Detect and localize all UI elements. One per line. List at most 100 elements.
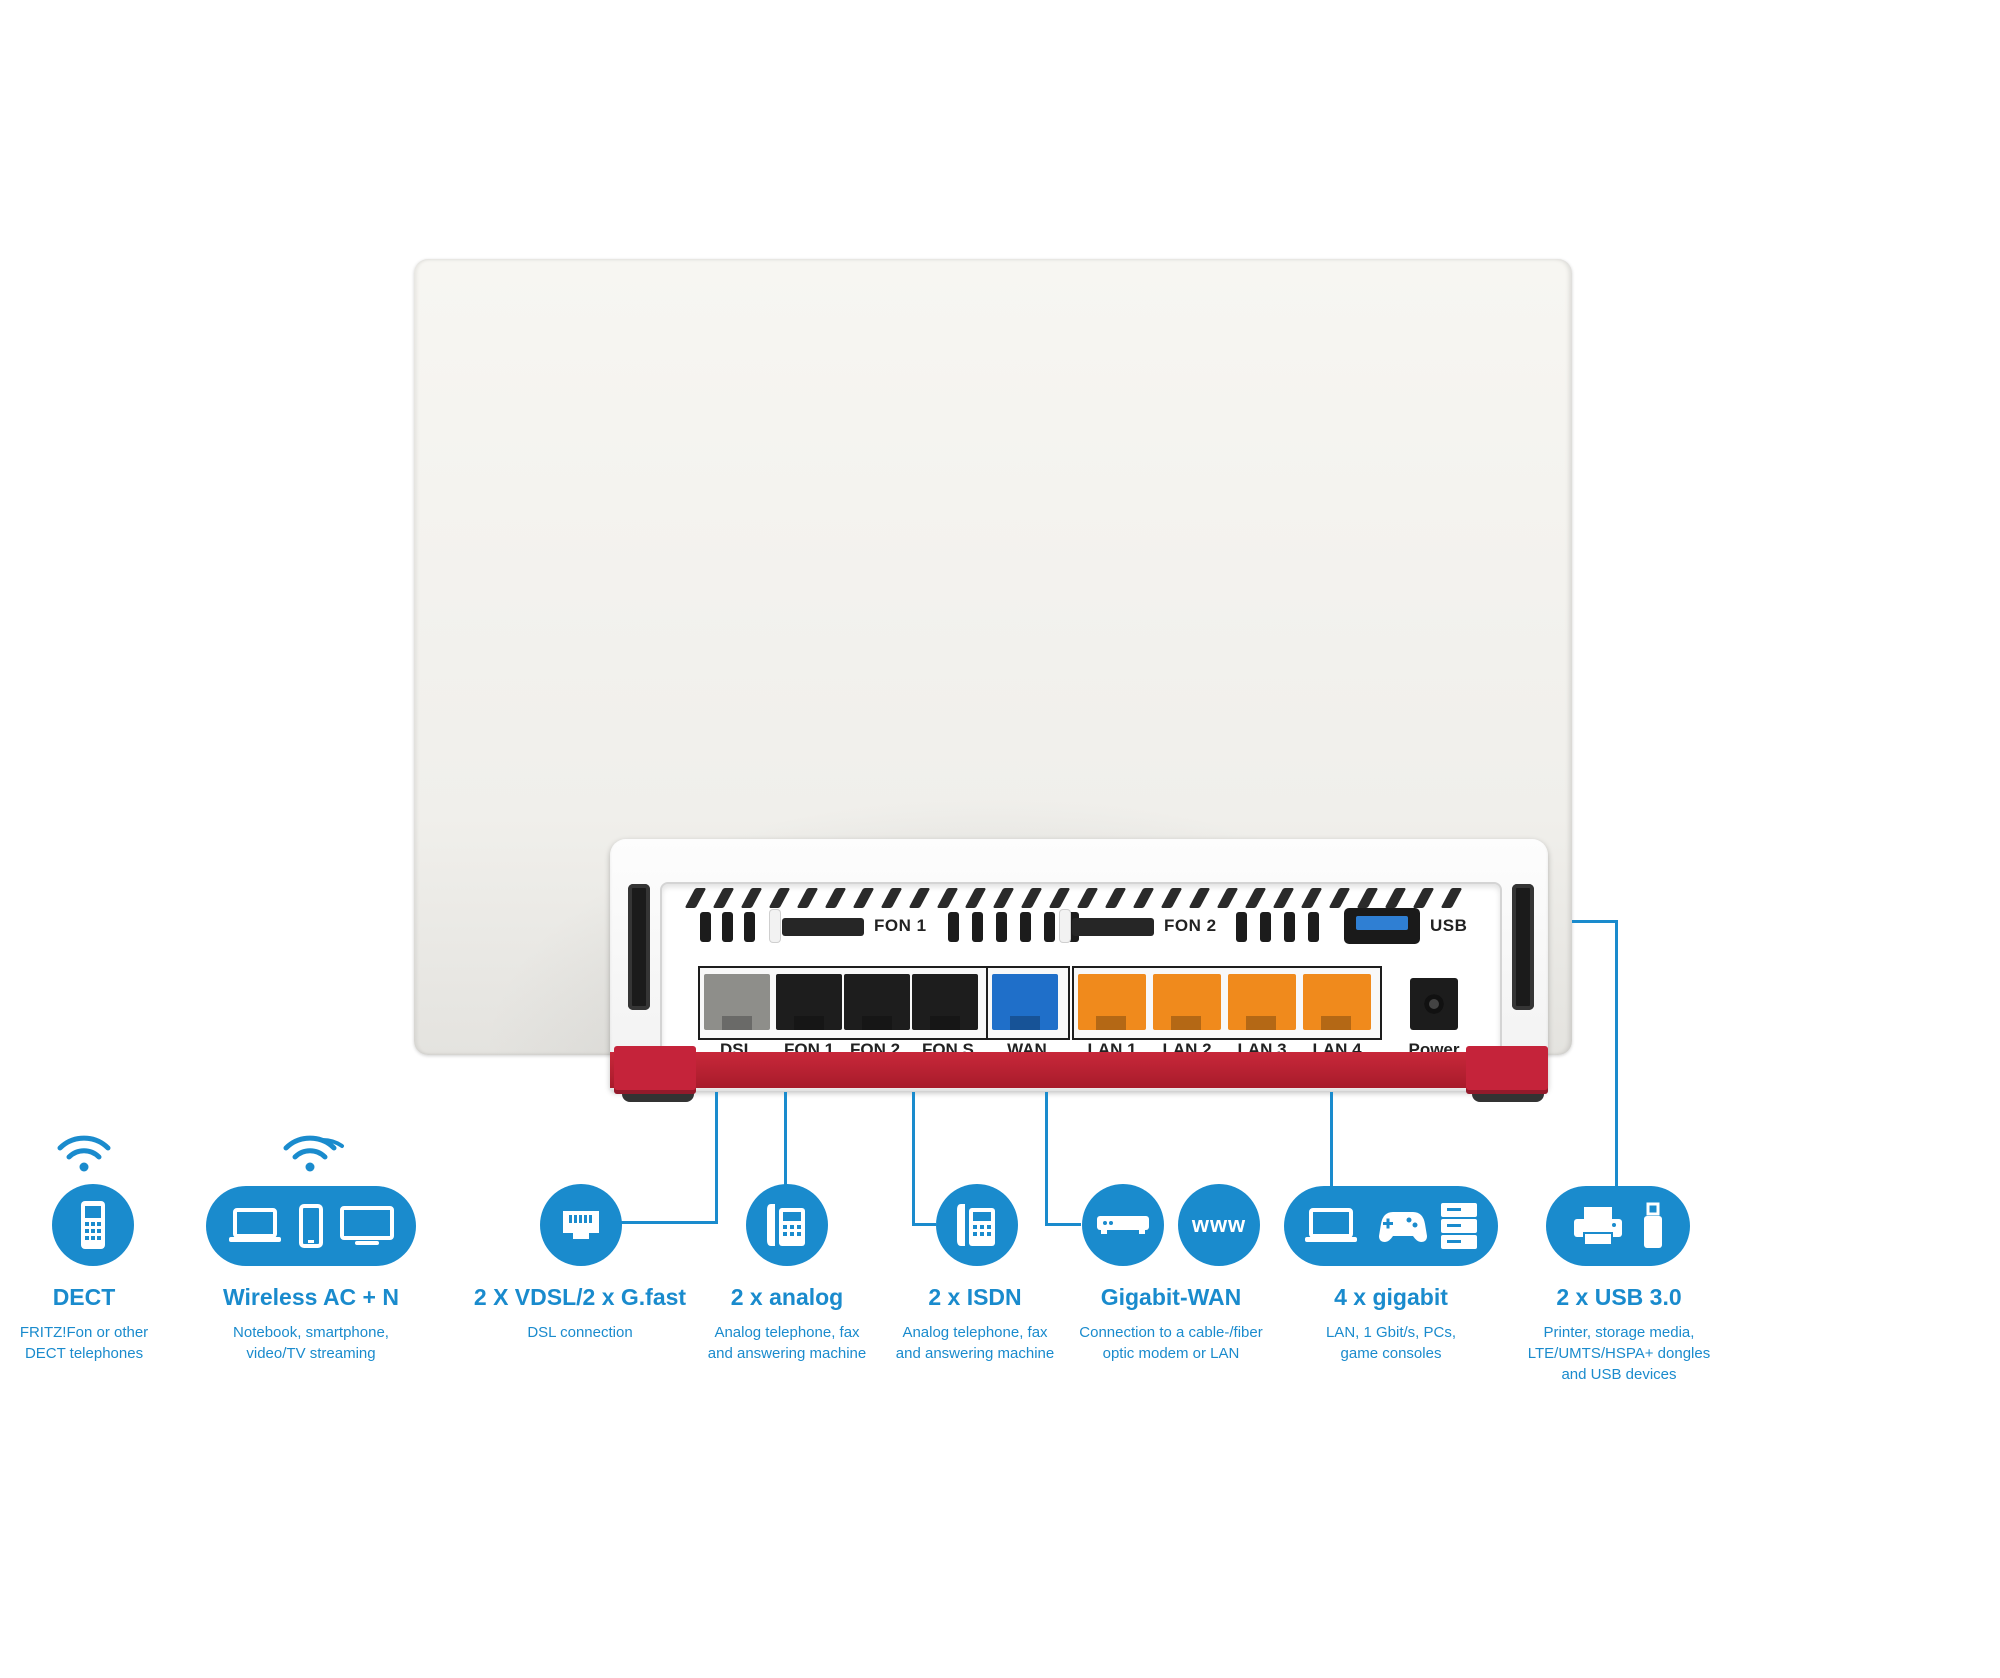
router-red-bar <box>610 1052 1548 1088</box>
desc-line: LTE/UMTS/HSPA+ dongles <box>1527 1345 1711 1362</box>
wifi-icon <box>283 1135 344 1172</box>
desc-line: and USB devices <box>1561 1366 1677 1383</box>
desc-line: Printer, storage media, <box>1543 1324 1695 1341</box>
isdn-badge <box>936 1184 1018 1266</box>
smartphone-icon <box>299 1204 323 1248</box>
feature-title: DECT <box>52 1284 116 1310</box>
www-icon: www <box>1191 1212 1247 1237</box>
tv-icon <box>340 1206 394 1245</box>
wifi-icon <box>57 1135 111 1172</box>
vdsl-badge <box>540 1184 622 1266</box>
vent-slot <box>722 912 733 942</box>
vent-slot <box>1284 912 1295 942</box>
wan-port <box>992 974 1058 1030</box>
laptop-icon <box>229 1208 281 1242</box>
feature-desc: Analog telephone, fax and answering mach… <box>880 1322 1070 1364</box>
vent-slot <box>972 912 983 942</box>
feature-title: 4 x gigabit <box>1334 1284 1448 1310</box>
feature-title: 2 x analog <box>730 1284 844 1310</box>
usb-connector-line <box>1615 920 1618 1186</box>
lan-badge <box>1284 1186 1498 1266</box>
modem-icon <box>1097 1216 1149 1234</box>
feature-title: 2 x ISDN <box>928 1284 1022 1310</box>
dsl-port-icon <box>563 1211 599 1239</box>
www-badge: www <box>1178 1184 1260 1266</box>
fon1-top-label: FON 1 <box>874 916 927 935</box>
feature-gigabit-wan: www Gigabit-WAN Connection to a cable-/f… <box>1066 1124 1276 1384</box>
feature-vdsl: 2 X VDSL/2 x G.fast DSL connection <box>460 1124 700 1384</box>
fon-s0-port <box>912 974 978 1030</box>
lan3-port <box>1228 974 1296 1030</box>
dect-phone-icon <box>81 1201 105 1249</box>
right-side-vent <box>1512 884 1534 1010</box>
lan1-port <box>1078 974 1146 1030</box>
usb-port <box>1344 908 1420 944</box>
power-jack <box>1410 978 1458 1030</box>
usb-label: USB <box>1430 916 1468 935</box>
usb-connector-line <box>1572 920 1618 923</box>
isdn-connector-line <box>912 1223 936 1226</box>
vent-slot <box>1308 912 1319 942</box>
lan-connector-line <box>1330 1092 1333 1186</box>
modem-badge <box>1082 1184 1164 1266</box>
desc-line: DECT telephones <box>24 1345 144 1362</box>
desc-line: optic modem or LAN <box>1102 1345 1240 1362</box>
desk-phone-icon <box>767 1204 805 1246</box>
feature-desc: LAN, 1 Gbit/s, PCs, game consoles <box>1280 1322 1502 1364</box>
printer-icon <box>1574 1207 1622 1246</box>
vent-slot <box>948 912 959 942</box>
feature-desc: FRITZ!Fon or other DECT telephones <box>14 1322 154 1364</box>
left-side-vent <box>628 884 650 1010</box>
vent-slot <box>700 912 711 942</box>
wireless-badge <box>206 1186 416 1266</box>
desc-line: LAN, 1 Gbit/s, PCs, <box>1325 1324 1457 1341</box>
feature-usb: 2 x USB 3.0 Printer, storage media, LTE/… <box>1514 1124 1724 1404</box>
fon2-port <box>844 974 910 1030</box>
feature-analog: 2 x analog Analog telephone, fax and ans… <box>692 1124 882 1384</box>
feature-isdn: 2 x ISDN Analog telephone, fax and answe… <box>880 1124 1070 1384</box>
desc-line: FRITZ!Fon or other <box>19 1324 149 1341</box>
feature-desc: Notebook, smartphone, video/TV streaming <box>200 1322 422 1364</box>
feature-lan-gigabit: 4 x gigabit LAN, 1 Gbit/s, PCs, game con… <box>1280 1124 1502 1384</box>
feature-desc: DSL connection <box>460 1322 700 1343</box>
desc-line: Notebook, smartphone, <box>233 1324 389 1341</box>
desc-line: Analog telephone, fax <box>714 1324 860 1341</box>
fon2-top-label: FON 2 <box>1164 916 1217 935</box>
desc-line: and answering machine <box>895 1345 1055 1362</box>
desc-line: game consoles <box>1340 1345 1442 1362</box>
feature-desc: Printer, storage media, LTE/UMTS/HSPA+ d… <box>1514 1322 1724 1385</box>
analog-connector-line <box>784 1092 787 1188</box>
dsl-connector-line <box>614 1221 718 1224</box>
analog-badge <box>746 1184 828 1266</box>
vent-slot <box>1020 912 1031 942</box>
desc-line: video/TV streaming <box>246 1345 376 1362</box>
dsl-port <box>704 974 770 1030</box>
gamepad-icon <box>1379 1212 1427 1242</box>
dect-badge <box>52 1184 134 1266</box>
vent-slot <box>996 912 1007 942</box>
laptop-icon <box>1305 1208 1357 1242</box>
lan2-port <box>1153 974 1221 1030</box>
fon2-tae-jack <box>1060 910 1154 942</box>
right-red-foot <box>1466 1046 1548 1094</box>
desc-line: and answering machine <box>707 1345 867 1362</box>
wan-connector-line <box>1045 1223 1081 1226</box>
vent-slot <box>1236 912 1247 942</box>
wan-connector-line <box>1045 1092 1048 1226</box>
feature-title: Wireless AC + N <box>223 1284 399 1310</box>
left-red-foot <box>614 1046 696 1094</box>
usb-stick-icon <box>1644 1202 1662 1248</box>
dsl-connector-line <box>715 1092 718 1224</box>
feature-desc: Connection to a cable-/fiber optic modem… <box>1066 1322 1276 1364</box>
desc-line: Analog telephone, fax <box>902 1324 1048 1341</box>
fon1-tae-jack <box>770 910 864 942</box>
lan4-port <box>1303 974 1371 1030</box>
feature-title: 2 X VDSL/2 x G.fast <box>473 1284 687 1310</box>
desc-line: Connection to a cable-/fiber <box>1079 1324 1263 1341</box>
feature-title: Gigabit-WAN <box>1100 1284 1242 1310</box>
vent-slot <box>1044 912 1055 942</box>
desk-phone-icon <box>957 1204 995 1246</box>
feature-desc: Analog telephone, fax and answering mach… <box>692 1322 882 1364</box>
isdn-connector-line <box>912 1092 915 1226</box>
